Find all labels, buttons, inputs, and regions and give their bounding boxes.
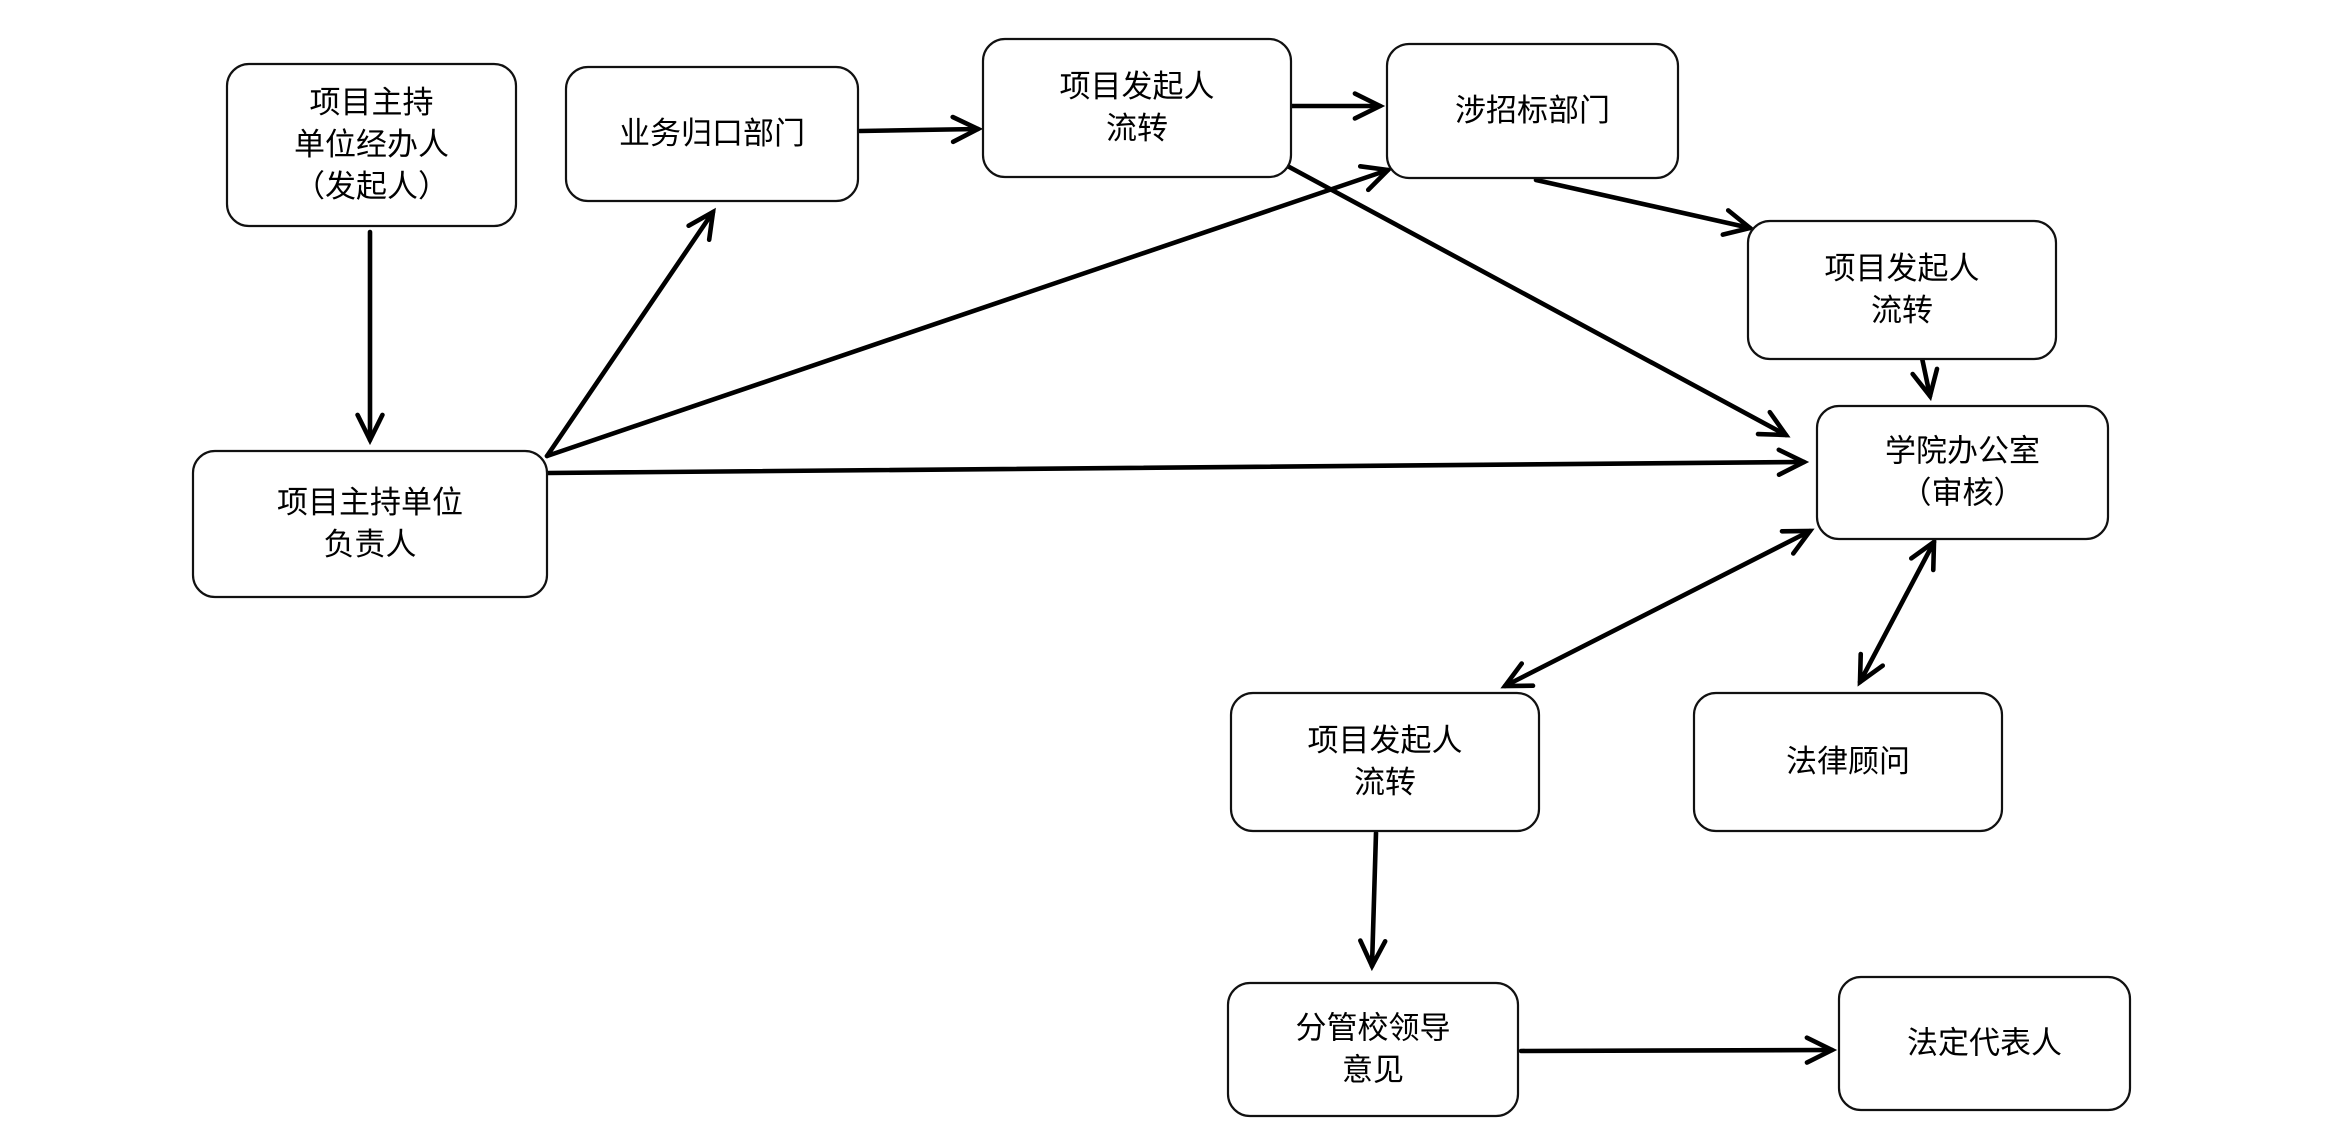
node-label: 单位经办人 bbox=[294, 127, 449, 163]
node-label: 分管校领导 bbox=[1296, 1011, 1451, 1047]
node-box bbox=[1229, 691, 1541, 833]
node-box bbox=[191, 449, 549, 599]
edge-unit-head-to-bidding-dept bbox=[544, 164, 1393, 459]
edge-line bbox=[1277, 159, 1789, 438]
node-label: 涉招标部门 bbox=[1455, 93, 1610, 129]
edge-unit-head-to-college-office bbox=[545, 447, 1810, 477]
node-label: 学院办公室 bbox=[1885, 434, 2040, 470]
node-box bbox=[564, 65, 860, 203]
node-label: 项目主持 bbox=[310, 85, 434, 121]
arrow-head-icon bbox=[1357, 164, 1393, 193]
arrow-head-icon bbox=[686, 207, 716, 243]
node-label: 项目发起人 bbox=[1060, 69, 1215, 105]
arrow-head-icon bbox=[1857, 651, 1886, 687]
edge-line bbox=[1919, 355, 1933, 399]
node-box bbox=[1385, 42, 1680, 180]
edge-line bbox=[857, 126, 981, 134]
edge-line bbox=[544, 209, 716, 459]
node-box bbox=[981, 37, 1293, 179]
edge-college-office-to-legal-counsel bbox=[1857, 537, 1937, 687]
edge-initiator-relay-1-to-college-office bbox=[1277, 159, 1791, 438]
edge-dept-in-charge-to-initiator-relay-1 bbox=[857, 114, 984, 145]
edge-line bbox=[1502, 528, 1813, 689]
edge-line bbox=[1369, 830, 1379, 969]
arrow-head-icon bbox=[1910, 366, 1940, 402]
node-box bbox=[225, 62, 518, 228]
edge-line bbox=[1518, 1047, 1835, 1054]
edges-layer bbox=[355, 91, 1940, 1065]
node-label: 项目发起人 bbox=[1825, 251, 1980, 287]
arrow-tail-icon bbox=[1908, 537, 1937, 573]
edge-unit-head-to-dept-in-charge bbox=[544, 207, 716, 459]
edge-college-office-to-initiator-relay-3 bbox=[1500, 528, 1815, 689]
nodes-layer: 项目主持单位经办人（发起人）业务归口部门项目发起人流转涉招标部门项目发起人流转项… bbox=[191, 37, 2132, 1118]
arrow-head-icon bbox=[355, 412, 385, 446]
node-label: 业务归口部门 bbox=[619, 116, 805, 152]
node-label: 流转 bbox=[1106, 111, 1168, 147]
edge-line bbox=[545, 459, 1807, 476]
edge-initiator-relay-3-to-vice-president bbox=[1358, 830, 1388, 972]
edge-vice-president-to-legal-rep bbox=[1518, 1035, 1838, 1065]
node-label: 负责人 bbox=[324, 527, 417, 563]
node-box bbox=[1746, 219, 2058, 361]
edge-initiator-relay-1-to-bidding-dept bbox=[1289, 91, 1386, 121]
node-dept-in-charge: 业务归口部门 bbox=[564, 65, 860, 203]
node-box bbox=[1692, 691, 2004, 833]
edge-initiator-to-unit-head bbox=[355, 229, 385, 446]
arrow-head-icon bbox=[1720, 208, 1756, 237]
arrow-head-icon bbox=[950, 114, 984, 145]
node-label: （发起人） bbox=[294, 169, 449, 205]
edge-initiator-relay-2-to-college-office bbox=[1910, 355, 1940, 402]
node-college-office: 学院办公室 （审核） bbox=[1815, 404, 2110, 541]
node-legal-rep: 法定代表人 bbox=[1837, 975, 2132, 1112]
arrow-head-icon bbox=[1352, 91, 1386, 121]
node-label: （审核） bbox=[1901, 476, 2025, 512]
arrow-head-icon bbox=[1804, 1035, 1838, 1065]
node-label: 法律顾问 bbox=[1786, 744, 1910, 780]
edge-line bbox=[544, 167, 1391, 459]
arrow-head-icon bbox=[1776, 447, 1810, 477]
arrow-head-icon bbox=[1755, 409, 1791, 438]
arrow-tail-icon bbox=[1779, 528, 1815, 556]
node-label: 项目主持单位 bbox=[277, 485, 463, 521]
node-label: 流转 bbox=[1354, 765, 1416, 801]
arrow-head-icon bbox=[1500, 661, 1536, 689]
edge-line bbox=[1533, 177, 1753, 231]
node-label: 项目发起人 bbox=[1308, 723, 1463, 759]
node-label: 意见 bbox=[1342, 1053, 1404, 1089]
node-box bbox=[1837, 975, 2132, 1112]
node-label: 流转 bbox=[1871, 293, 1933, 329]
edge-bidding-dept-to-initiator-relay-2 bbox=[1533, 177, 1756, 237]
edge-line bbox=[1857, 539, 1937, 685]
node-box bbox=[1226, 981, 1520, 1118]
node-bidding-dept: 涉招标部门 bbox=[1385, 42, 1680, 180]
node-label: 法定代表人 bbox=[1907, 1026, 2062, 1062]
arrow-head-icon bbox=[1358, 938, 1388, 972]
node-legal-counsel: 法律顾问 bbox=[1692, 691, 2004, 833]
node-box bbox=[1815, 404, 2110, 541]
